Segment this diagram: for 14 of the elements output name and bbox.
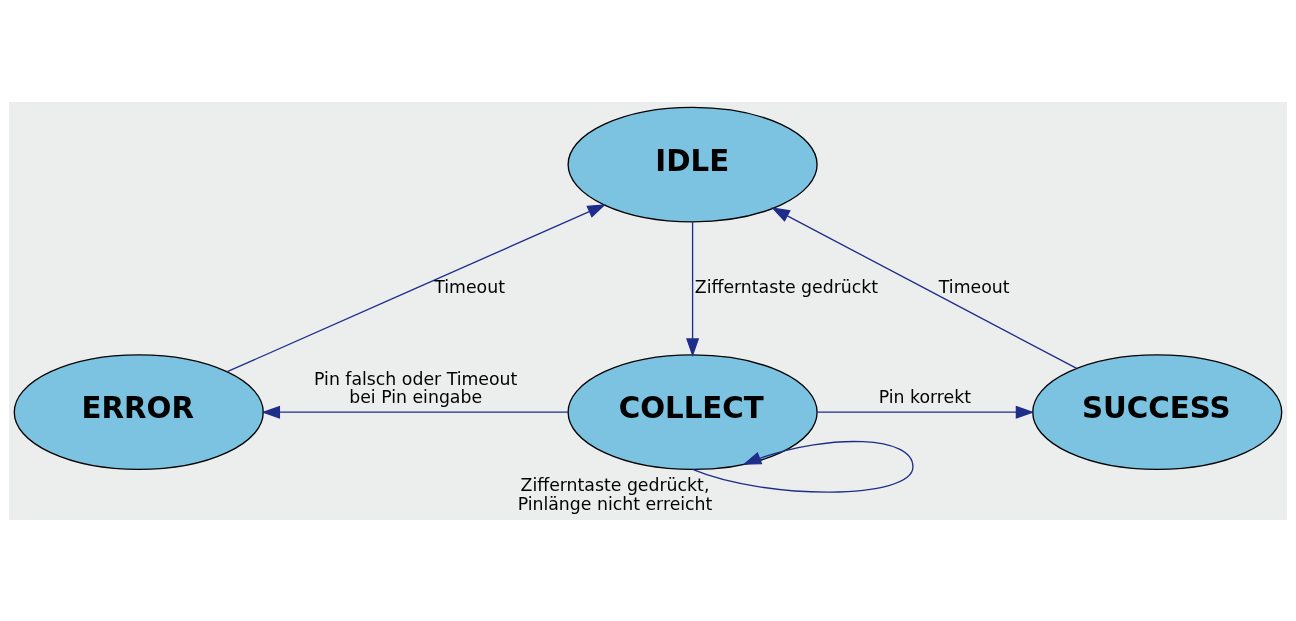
arrow [816, 405, 1035, 419]
node-ellipse: ERROR [13, 353, 264, 470]
node-ellipse: SUCCESS [1032, 353, 1283, 470]
edge-label: Zifferntaste gedrückt [694, 276, 879, 297]
edge-label: Pin falsch oder Timeout bei Pin eingabe [314, 368, 518, 407]
edge-label: Pin korrekt [878, 386, 972, 407]
arrow [226, 203, 607, 372]
edge-label: Zifferntaste gedrückt, Pinlänge nicht erreicht [517, 474, 713, 514]
arrow [771, 206, 1078, 369]
node-ellipse: COLLECT [567, 353, 818, 470]
arrow [686, 220, 700, 357]
arrow [261, 405, 569, 419]
edge-label: Timeout [434, 276, 505, 297]
edge-label: Timeout [938, 276, 1010, 297]
